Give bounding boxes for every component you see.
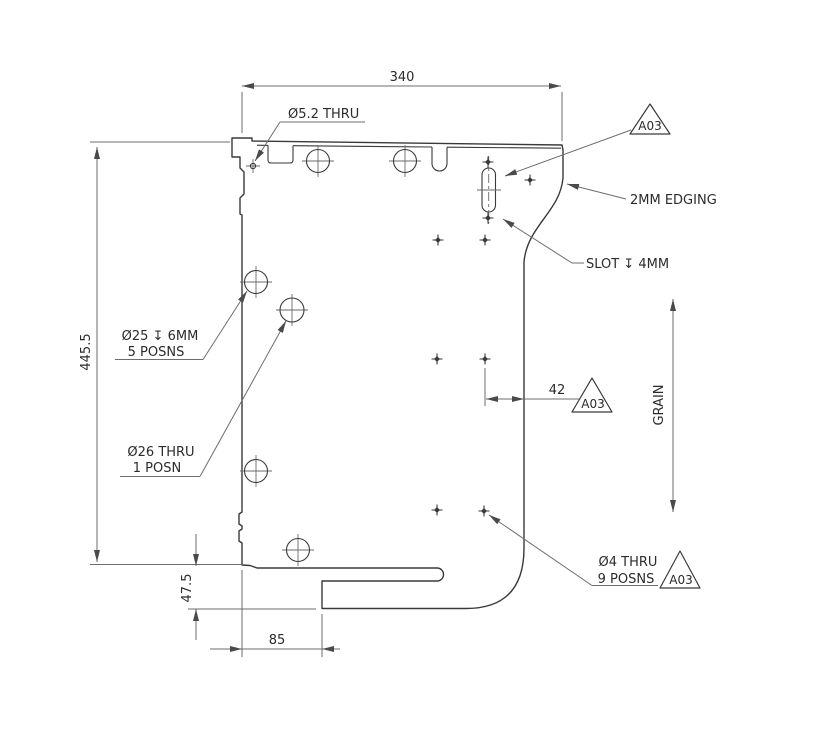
callout-thru-4: Ø4 THRU 9 POSNS	[488, 514, 658, 587]
callout-text-line1: Ø26 THRU	[127, 445, 194, 460]
hole-centerline	[246, 159, 260, 173]
callout-edging: 2MM EDGING	[566, 183, 717, 208]
finish-tag-label: A03	[581, 397, 604, 411]
part-outline	[231, 137, 564, 610]
finish-tag-label: A03	[638, 119, 661, 133]
callout-text-line2: 5 POSNS	[128, 345, 185, 360]
callout-thru-26: Ø26 THRU 1 POSN	[120, 320, 287, 477]
slot-feature	[477, 156, 501, 224]
leader-line	[566, 183, 627, 200]
callout-text: SLOT ↧ 4MM	[586, 257, 669, 272]
hole-center-marker	[523, 173, 537, 187]
finish-tag-middle: A03	[571, 377, 613, 413]
leader-line	[488, 514, 593, 586]
triangle-tag-icon	[629, 103, 671, 135]
dimension-value: 85	[269, 633, 286, 648]
finish-tag-bottom: A03	[659, 550, 701, 589]
small-hole-5-2	[246, 159, 260, 173]
callout-slot: SLOT ↧ 4MM	[502, 218, 669, 272]
dimension-value: 340	[390, 70, 415, 85]
part-silhouette	[231, 137, 564, 610]
hole-position-markers	[430, 155, 537, 518]
hole-center-marker	[478, 233, 492, 247]
grain-label: GRAIN	[652, 384, 667, 425]
dimension-value: 42	[549, 383, 566, 398]
hole-center-marker	[477, 504, 491, 518]
triangle-tag-icon	[659, 550, 701, 589]
dimension-445-5: 445.5	[79, 141, 242, 565]
hole-center-marker	[481, 155, 495, 169]
counterbore-hole	[243, 269, 269, 295]
dimension-85: 85	[210, 570, 340, 657]
triangle-tag-icon	[571, 377, 613, 413]
dimension-47-5: 47.5	[180, 534, 316, 640]
dimension-value: 445.5	[79, 333, 94, 370]
callout-text-line2: 1 POSN	[133, 461, 181, 476]
finish-tag-label: A03	[669, 573, 692, 587]
leader-line	[254, 121, 281, 162]
counterbore-hole	[285, 537, 311, 563]
finish-tag-top: A03	[504, 103, 671, 177]
small-hole	[249, 162, 257, 170]
dimension-340: 340	[241, 70, 563, 141]
leader-line	[199, 320, 287, 477]
hole-center-marker	[430, 503, 444, 517]
counterbore-holes	[239, 144, 422, 567]
callout-text-line1: Ø4 THRU	[599, 555, 658, 570]
callout-text-line2: 9 POSNS	[598, 572, 655, 587]
top-edge-edging-line	[256, 144, 562, 149]
dimension-value: 47.5	[180, 574, 195, 603]
counterbore-hole	[305, 148, 331, 174]
hole-center-marker	[430, 352, 444, 366]
hole-center-marker	[478, 352, 492, 366]
callout-hole-5-2: Ø5.2 THRU	[254, 107, 365, 162]
callout-counterbore: Ø25 ↧ 6MM 5 POSNS	[115, 290, 248, 360]
grain-direction: GRAIN	[652, 299, 676, 512]
top-edge-u-notch	[431, 147, 448, 172]
callout-text: 2MM EDGING	[630, 193, 717, 208]
leader-line	[504, 129, 632, 177]
leader-line	[202, 290, 248, 360]
counterbore-hole	[392, 148, 418, 174]
callout-text: Ø5.2 THRU	[288, 107, 359, 122]
leader-line	[502, 218, 584, 264]
hole-center-marker	[431, 233, 445, 247]
thru-hole	[279, 297, 305, 323]
callout-text-line1: Ø25 ↧ 6MM	[122, 329, 199, 344]
hole-center-marker	[481, 211, 495, 225]
top-edge-notch	[267, 145, 294, 164]
counterbore-hole	[243, 458, 269, 484]
dimension-42: 42	[484, 368, 579, 406]
hole-centerline	[275, 293, 309, 327]
thru-hole-26	[275, 293, 309, 327]
